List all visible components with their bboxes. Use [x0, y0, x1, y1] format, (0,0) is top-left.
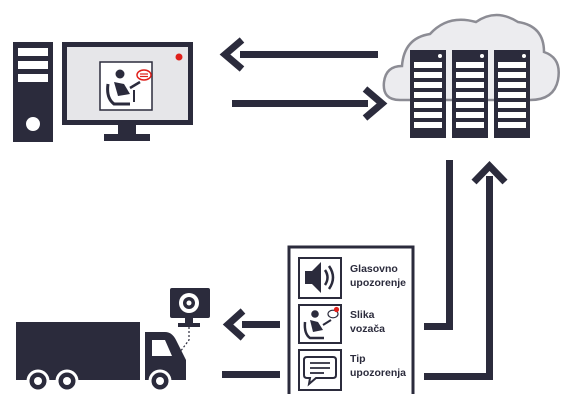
connector-cloud-to-panel	[424, 160, 453, 330]
panel-item-label-line1: Tip	[350, 353, 366, 365]
driver-alert-icon	[99, 61, 153, 111]
alert-dot-icon	[175, 53, 183, 61]
desktop-computer-icon	[13, 42, 193, 142]
truck-icon	[16, 322, 186, 393]
connector-truck-to-panel	[222, 371, 280, 378]
pc-tower-icon	[13, 42, 53, 142]
panel-item-label-line2: vozača	[350, 323, 385, 335]
message-icon	[303, 356, 337, 387]
server-rack-icon	[410, 50, 446, 138]
arrow-panel-to-cloud	[424, 160, 508, 380]
arrow-pc-to-cloud	[232, 86, 388, 121]
alert-dot-icon	[333, 306, 340, 313]
panel-item-label-line2: upozorenje	[350, 277, 406, 289]
alert-panel: Glasovno upozorenje Slika vozača	[287, 245, 415, 394]
panel-item-label-line2: upozorenja	[350, 367, 406, 379]
panel-item-voice-warning: Glasovno upozorenje	[298, 257, 406, 299]
panel-item-warning-type: Tip upozorenja	[298, 349, 406, 391]
speaker-icon	[305, 262, 335, 293]
driver-photo-icon	[303, 306, 340, 340]
panel-item-driver-photo: Slika vozača	[298, 304, 385, 344]
camera-icon	[170, 288, 210, 353]
server-rack-icon	[494, 50, 530, 138]
arrow-panel-to-truck	[222, 308, 280, 341]
cloud-server-icon	[382, 13, 560, 138]
server-rack-icon	[452, 50, 488, 138]
arrow-cloud-to-pc	[219, 37, 378, 72]
panel-item-label-line1: Glasovno	[350, 263, 398, 275]
panel-item-label-line1: Slika	[350, 309, 375, 321]
